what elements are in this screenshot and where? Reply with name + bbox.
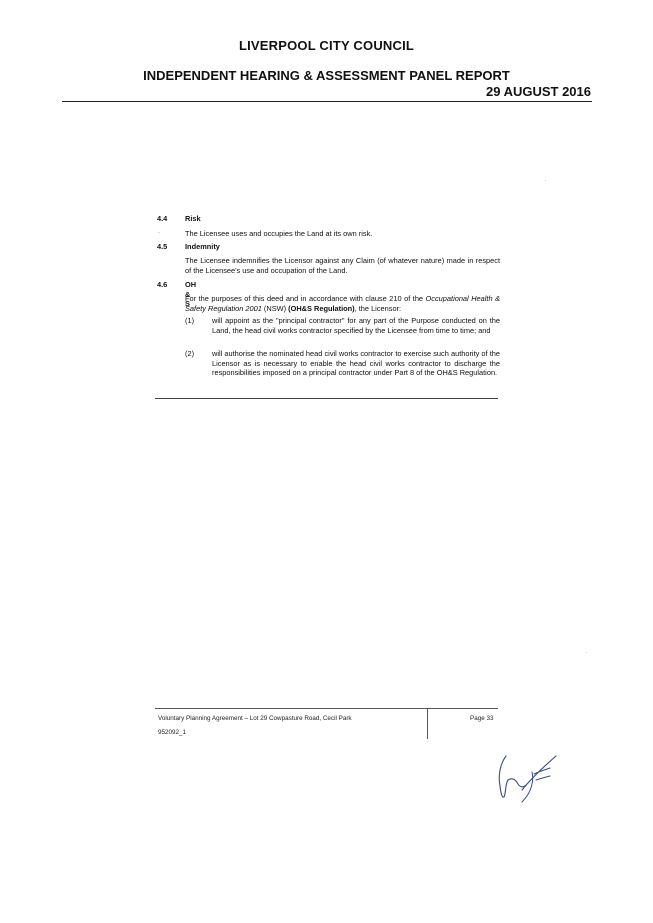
footer-title: Voluntary Planning Agreement – Lot 29 Co…: [158, 715, 352, 722]
footer-vertical-divider: [427, 709, 428, 739]
regulation-title: Occupational Health & Safety Regulation …: [185, 294, 500, 313]
report-date: 29 AUGUST 2016: [485, 84, 591, 99]
item-number: (1): [185, 316, 195, 325]
page-number: Page 33: [470, 715, 494, 722]
section-number: 4.4: [157, 214, 168, 223]
item-text: will authorise the nominated head civil …: [212, 349, 500, 378]
scan-speck: [545, 180, 546, 181]
council-name: LIVERPOOL CITY COUNCIL: [238, 38, 415, 53]
section-title: OH & S: [185, 280, 197, 309]
handwritten-signature: [498, 755, 557, 803]
defined-term: (OH&S Regulation): [288, 303, 355, 313]
stray-mark: ·: [158, 230, 160, 236]
intro-text-b: (NSW): [261, 303, 289, 313]
section-number: 4.5: [157, 242, 168, 251]
section-title: Risk: [185, 214, 201, 223]
section-number: 4.6: [157, 280, 168, 289]
header-divider: [62, 101, 592, 102]
intro-text-a: For the purposes of this deed and in acc…: [185, 294, 426, 303]
footer-divider: [155, 708, 498, 709]
item-number: (2): [185, 349, 195, 358]
scan-speck: [586, 652, 587, 653]
section-title: Indemnity: [185, 242, 220, 251]
report-title: INDEPENDENT HEARING & ASSESSMENT PANEL R…: [143, 68, 510, 83]
footer-reference: 952092_1: [158, 729, 187, 736]
item-text: will appoint as the "principal contracto…: [212, 316, 500, 335]
section-text: The Licensee indemnifies the Licensor ag…: [185, 256, 500, 275]
section-text: The Licensee uses and occupies the Land …: [185, 229, 373, 238]
section-intro: For the purposes of this deed and in acc…: [185, 294, 500, 313]
content-end-divider: [155, 398, 498, 399]
intro-text-c: , the Licensor:: [354, 303, 402, 313]
